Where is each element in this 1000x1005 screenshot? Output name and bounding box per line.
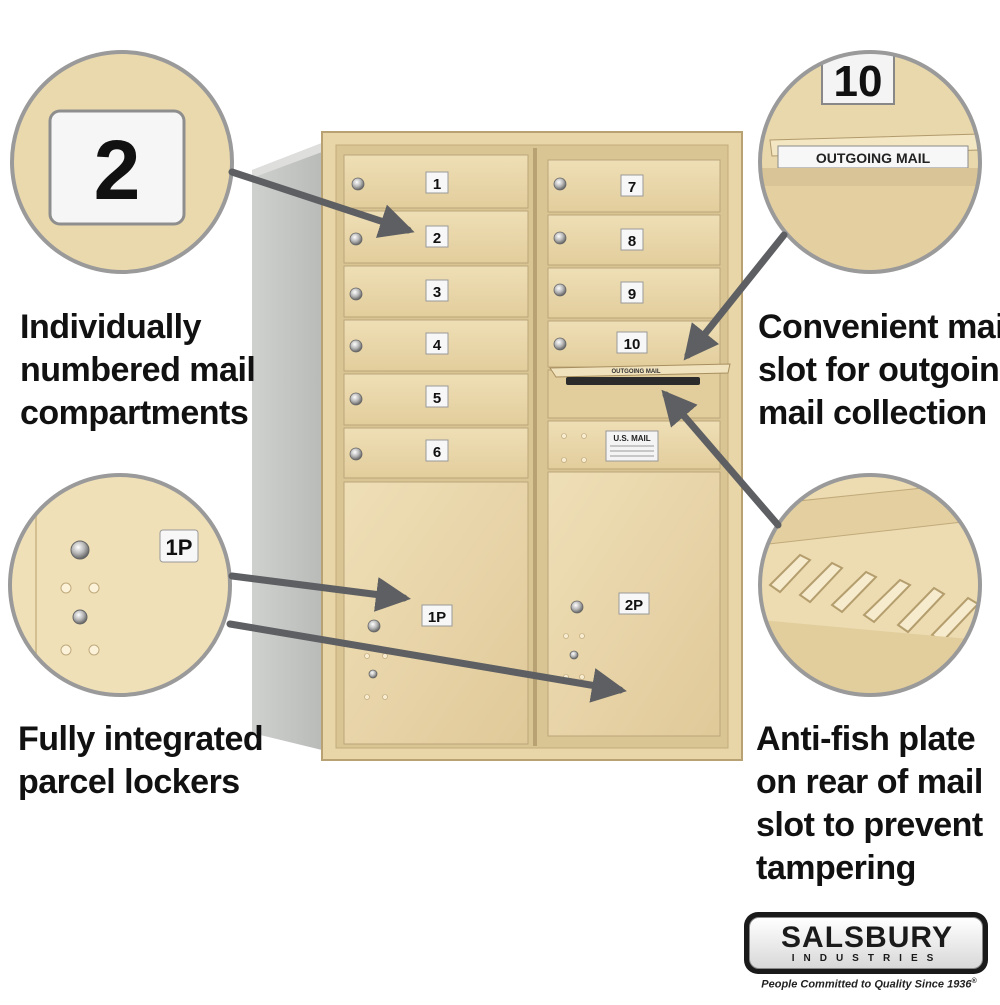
arrow-to-outgoing-slot <box>683 231 788 361</box>
lock-icon <box>553 283 567 297</box>
feature-line: parcel lockers <box>18 763 240 801</box>
arrow-to-anti-fish-plate <box>661 389 782 529</box>
number-plate <box>618 592 650 615</box>
lock-icon <box>570 600 584 614</box>
zoom-circle-anti-fish-plate <box>758 473 982 697</box>
lock-icon <box>368 669 378 679</box>
feature-line: Convenient mail <box>758 308 1000 346</box>
salsbury-logo: SALSBURY INDUSTRIES <box>744 912 988 974</box>
door-number: 5 <box>433 390 441 407</box>
mailbox-side-panel <box>252 143 322 750</box>
zoom-number: 2 <box>94 123 141 217</box>
number-plate <box>425 171 449 194</box>
lock-icon <box>553 177 567 191</box>
feature-compartments: Individually numbered mail compartments <box>20 306 256 435</box>
door-number: 2 <box>433 230 441 247</box>
door-number: 10 <box>624 336 641 353</box>
feature-parcel-lockers: Fully integrated parcel lockers <box>18 718 264 804</box>
number-plate <box>616 331 648 354</box>
lock-icon <box>349 232 363 246</box>
arrow-to-door-2 <box>228 168 415 238</box>
callout-arrows <box>226 168 788 703</box>
zoom-parcel-label: 1P <box>166 535 193 560</box>
mail-door <box>547 159 721 213</box>
zoom-top-number: 10 <box>834 57 883 106</box>
feature-line: numbered mail <box>20 351 256 389</box>
door-number: 2P <box>625 597 643 614</box>
lock-icon <box>367 619 381 633</box>
number-plate <box>425 279 449 302</box>
door-number: 6 <box>433 444 441 461</box>
lock-icon <box>553 231 567 245</box>
door-number-labels: 1 2 3 4 5 6 7 8 9 10 1P 2P <box>421 171 650 627</box>
feature-line: tampering <box>756 849 916 887</box>
lock-icon <box>72 609 88 625</box>
feature-line: Fully integrated <box>18 720 264 758</box>
door-number: 1P <box>428 609 446 626</box>
lock-icon <box>349 392 363 406</box>
number-plate <box>421 604 453 627</box>
number-plate <box>620 281 644 304</box>
door-number: 7 <box>628 179 636 196</box>
lock-icon <box>569 650 579 660</box>
lock-icon <box>351 177 365 191</box>
tagline-text: People Committed to Quality Since 1936 <box>761 978 972 991</box>
number-plate <box>620 174 644 197</box>
feature-line: compartments <box>20 394 249 432</box>
door-number: 4 <box>433 337 442 354</box>
number-plate <box>425 385 449 408</box>
feature-line: slot for outgoing <box>758 351 1000 389</box>
lock-icon <box>349 287 363 301</box>
feature-anti-fish-plate: Anti-fish plate on rear of mail slot to … <box>756 718 983 890</box>
zoom-circle-door-number: 2 <box>10 50 234 274</box>
logo-subtitle: INDUSTRIES <box>791 953 943 964</box>
feature-line: Individually <box>20 308 202 346</box>
zoom-circle-parcel-locker: 1P <box>8 473 232 697</box>
lock-icon <box>553 337 567 351</box>
feature-line: on rear of mail <box>756 763 983 801</box>
lock-icon <box>349 339 363 353</box>
zoom-circle-outgoing-slot: 10 OUTGOING MAIL <box>758 50 982 274</box>
door-locks <box>349 177 584 679</box>
lock-icon <box>70 540 90 560</box>
number-plate <box>425 332 449 355</box>
registered-mark: ® <box>971 978 977 985</box>
feature-line: Anti-fish plate <box>756 720 976 758</box>
zoom-outgoing-label: OUTGOING MAIL <box>816 150 931 166</box>
feature-line: slot to prevent <box>756 806 983 844</box>
door-number: 3 <box>433 284 441 301</box>
arrow-to-parcel-2p <box>226 620 627 703</box>
slot-label: OUTGOING MAIL <box>612 369 661 375</box>
feature-line: mail collection <box>758 394 987 432</box>
number-plate <box>425 225 449 248</box>
door-number: 8 <box>628 233 636 250</box>
number-plate <box>620 228 644 251</box>
door-number: 1 <box>433 176 441 193</box>
us-mail-label: U.S. MAIL <box>613 434 650 443</box>
logo-name: SALSBURY <box>781 921 953 954</box>
outgoing-mail-slot <box>566 377 700 385</box>
lock-icon <box>349 447 363 461</box>
logo-tagline: People Committed to Quality Since 1936® <box>744 978 994 991</box>
number-plate <box>425 439 449 462</box>
arrow-to-parcel-1p <box>228 572 411 612</box>
door-number: 9 <box>628 286 636 303</box>
feature-outgoing-slot: Convenient mail slot for outgoing mail c… <box>758 306 1000 435</box>
